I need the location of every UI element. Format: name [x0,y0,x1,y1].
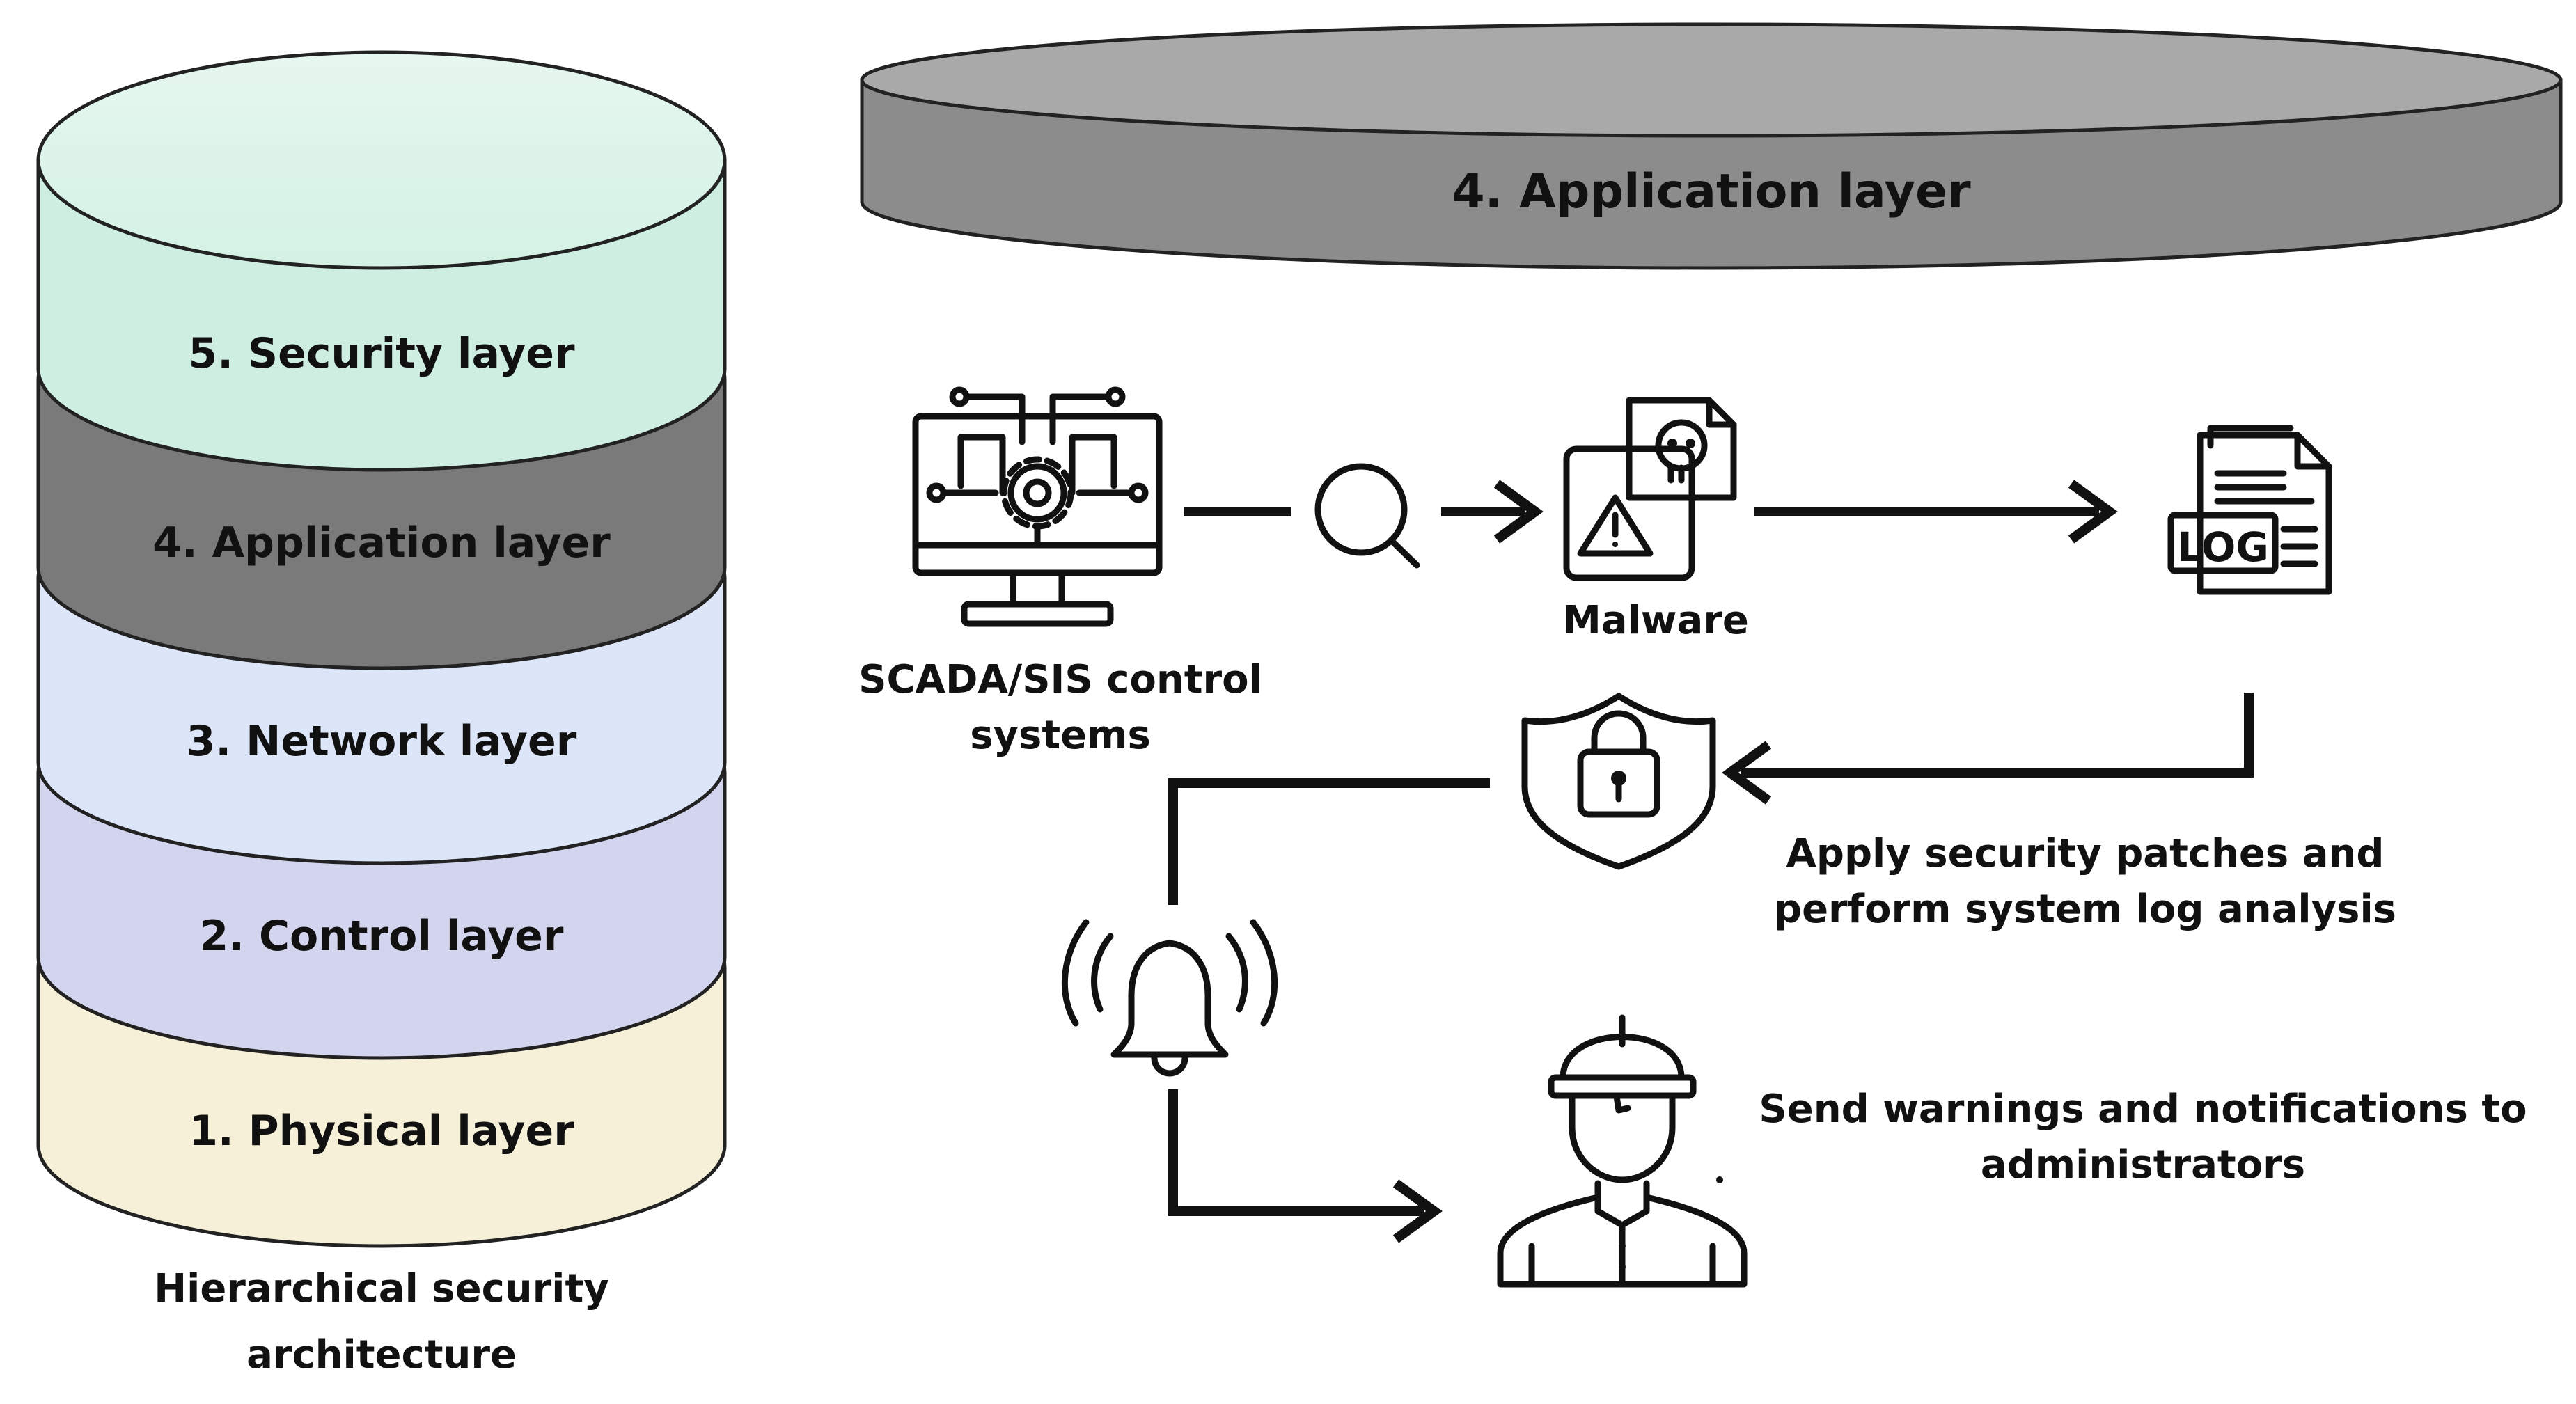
magnifier-icon [1314,463,1420,569]
layer-label-network: 3. Network layer [187,717,577,766]
malware-label: Malware [1562,598,1749,643]
log-text: LOG [2177,523,2269,571]
log-file-icon: LOG [2167,425,2332,595]
administrator-icon [1497,1014,1748,1288]
layer-label-physical: 1. Physical layer [189,1107,574,1155]
layer-security [36,50,727,472]
scada-label-line1: SCADA/SIS control [858,657,1262,702]
notify-label-line2: administrators [1981,1142,2305,1188]
stack-caption-line1: Hierarchical security [154,1266,608,1311]
patch-label-line2: perform system log analysis [1774,887,2396,932]
notify-label-line1: Send warnings and notifications to [1759,1087,2527,1132]
patch-label-line1: Apply security patches and [1786,831,2385,876]
scada-label-line2: systems [970,713,1151,758]
malware-file-icon [1563,397,1737,581]
arrow-search-to-malware [1441,480,1544,544]
banner-disc-top [860,22,2563,138]
layer-label-security: 5. Security layer [188,329,574,378]
layer-label-control: 2. Control layer [200,912,564,961]
arrow-bell-to-admin [1168,1089,1443,1243]
connector-shield-to-bell [1168,778,1490,905]
stack-caption-line2: architecture [246,1332,517,1378]
application-layer-banner: 4. Application layer [860,22,2563,270]
stack-top-ellipse [36,50,727,270]
layer-label-application: 4. Application layer [152,519,611,567]
arrow-malware-to-log [1754,480,2118,544]
alarm-bell-icon [1061,919,1278,1077]
banner-label: 4. Application layer [1452,164,1971,219]
shield-lock-icon [1521,693,1716,870]
layer-stack: 5. Security layer 4. Application layer 3… [36,50,727,1378]
arrow-log-to-shield [1722,693,2254,805]
scada-monitor-icon [912,386,1163,627]
